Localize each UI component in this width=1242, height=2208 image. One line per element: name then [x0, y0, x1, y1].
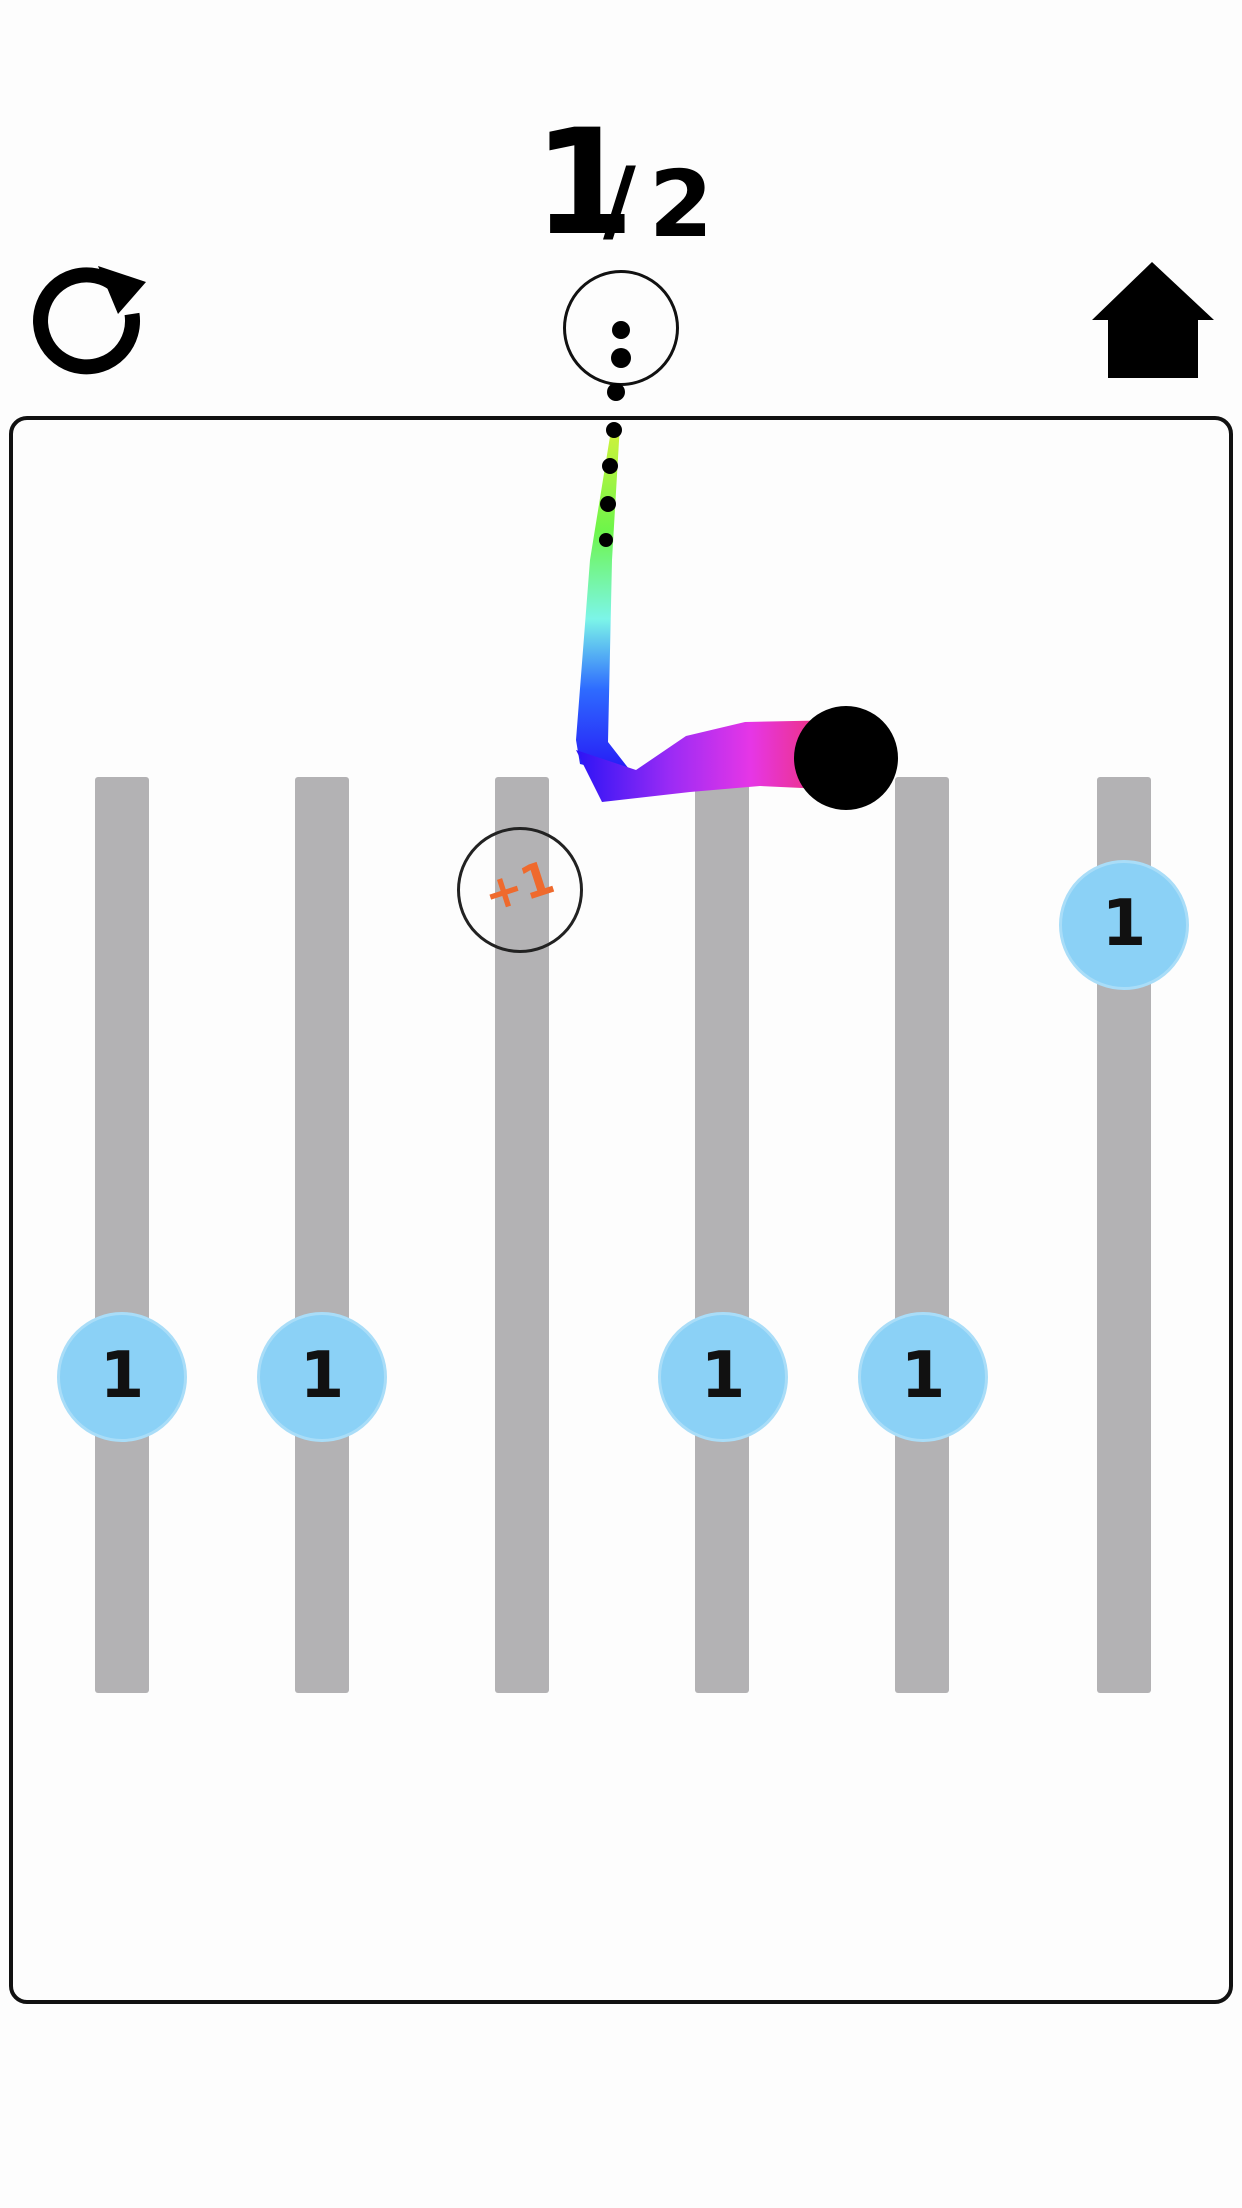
- peg-1: 1: [57, 1312, 187, 1442]
- pole-1: [95, 777, 149, 1693]
- game-board: [9, 416, 1233, 2004]
- restart-button[interactable]: [28, 256, 156, 384]
- home-icon: [1092, 262, 1214, 378]
- level-total: 2: [649, 151, 714, 258]
- level-counter: 1 / 2: [521, 108, 721, 258]
- peg-3: 1: [658, 1312, 788, 1442]
- trajectory-dots: [599, 321, 631, 547]
- level-separator: /: [603, 148, 636, 253]
- ball-dispenser: [563, 270, 679, 386]
- level-current: 1: [533, 98, 635, 268]
- pole-5: [895, 777, 949, 1693]
- ball-trail: [576, 424, 845, 802]
- bonus-plus-one: +1: [457, 827, 583, 953]
- home-button[interactable]: [1090, 258, 1214, 382]
- peg-5: 1: [1059, 860, 1189, 990]
- restart-icon: [33, 266, 146, 375]
- ball: [794, 706, 898, 810]
- pole-2: [295, 777, 349, 1693]
- pole-4: [695, 777, 749, 1693]
- peg-4: 1: [858, 1312, 988, 1442]
- peg-2: 1: [257, 1312, 387, 1442]
